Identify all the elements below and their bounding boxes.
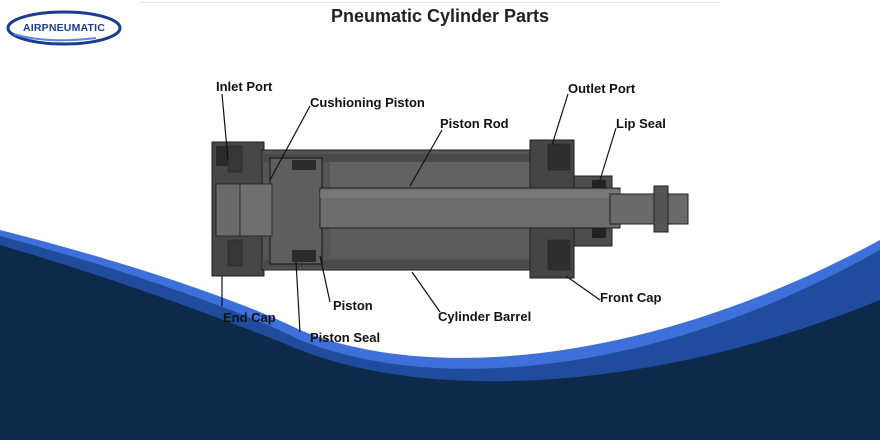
- wave-front: [0, 245, 880, 440]
- top-divider: [140, 2, 720, 3]
- label-end-cap: End Cap: [223, 310, 276, 325]
- page-title: Pneumatic Cylinder Parts: [330, 6, 550, 26]
- label-piston-rod: Piston Rod: [440, 116, 509, 131]
- piston-seal-shape: [292, 250, 316, 262]
- label-piston: Piston: [333, 298, 373, 313]
- label-piston-seal: Piston Seal: [310, 330, 381, 345]
- label-inlet-port: Inlet Port: [216, 79, 273, 94]
- rod-nut-shape: [653, 185, 669, 233]
- piston-shape: [269, 157, 323, 265]
- logo-badge-icon: [6, 10, 122, 46]
- logo-text: AIRPNEUMATIC: [22, 22, 106, 34]
- label-outlet-port: Outlet Port: [568, 81, 636, 96]
- label-lip-seal: Lip Seal: [616, 116, 666, 131]
- label-front-cap: Front Cap: [600, 290, 662, 305]
- logo: AIRPNEUMATIC: [6, 10, 122, 46]
- label-cylinder-barrel: Cylinder Barrel: [438, 309, 532, 324]
- label-cushioning-piston: Cushioning Piston: [310, 95, 425, 110]
- cushioning-piston-shape: [239, 183, 273, 237]
